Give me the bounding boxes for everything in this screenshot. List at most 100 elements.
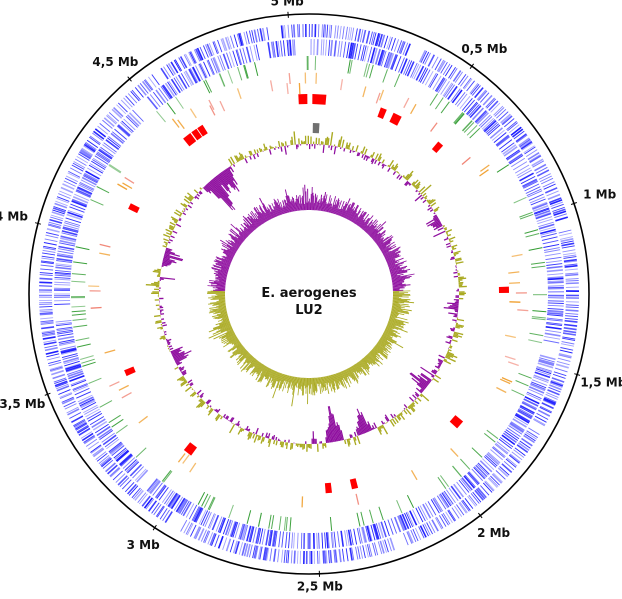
ring-bar xyxy=(301,443,303,448)
ring-bar xyxy=(160,312,162,314)
ring-bar xyxy=(449,305,459,308)
cds-feature xyxy=(78,151,91,160)
ring-bar xyxy=(297,198,300,211)
cds-feature xyxy=(74,421,87,429)
ring-bar xyxy=(287,376,292,394)
ring-bar xyxy=(378,238,392,248)
ring-bar xyxy=(285,195,291,213)
cds-feature xyxy=(117,475,128,486)
cds-feature xyxy=(485,97,495,108)
cds-feature xyxy=(432,497,442,513)
ring-bar xyxy=(255,218,261,226)
ring-bar xyxy=(267,433,271,439)
cds-feature xyxy=(488,477,499,487)
cds-feature xyxy=(509,423,524,434)
cds-feature xyxy=(83,145,95,154)
ring-bar xyxy=(221,266,229,270)
ring-bar xyxy=(260,212,267,222)
cds-feature xyxy=(170,494,181,510)
ring-bar xyxy=(311,144,313,147)
cds-feature xyxy=(419,525,427,538)
cds-feature xyxy=(118,124,131,136)
ring-bar xyxy=(214,281,226,284)
ring-bar xyxy=(388,159,394,168)
ring-bar xyxy=(392,283,403,286)
cds-feature xyxy=(67,172,80,180)
ring-bar xyxy=(235,155,240,162)
ring-bar xyxy=(387,260,396,264)
ring-bar xyxy=(165,248,171,252)
ring-bar xyxy=(393,291,399,293)
cds-feature xyxy=(491,129,505,141)
ring-bar xyxy=(159,297,164,300)
cds-feature xyxy=(98,149,113,160)
ring-bar xyxy=(299,377,301,389)
ring-bar xyxy=(284,145,287,155)
ring-bar xyxy=(176,375,184,381)
cds-feature xyxy=(105,139,120,151)
ring-bar xyxy=(233,341,241,347)
cds-feature xyxy=(129,463,143,477)
cds-feature xyxy=(54,278,71,281)
cds-feature xyxy=(497,467,509,478)
cds-feature xyxy=(458,74,467,86)
ring-bar xyxy=(242,215,255,231)
ring-bar xyxy=(237,348,246,355)
ring-bar xyxy=(452,319,457,322)
ring-bar xyxy=(363,225,368,231)
cds-feature xyxy=(197,528,205,541)
cds-feature xyxy=(185,53,192,66)
cds-feature xyxy=(321,24,323,38)
scale-label: 4 Mb xyxy=(0,210,28,224)
ring-bar xyxy=(162,260,172,264)
cds-feature xyxy=(274,530,278,547)
cds-feature xyxy=(474,489,484,501)
cds-feature xyxy=(42,332,56,336)
ring-bar xyxy=(392,285,406,288)
cds-feature xyxy=(128,112,142,125)
cds-feature xyxy=(192,66,201,82)
cds-feature xyxy=(351,43,356,60)
ring-bar xyxy=(161,266,162,268)
cds-feature xyxy=(548,386,561,393)
cds-feature xyxy=(511,157,526,168)
ring-bar xyxy=(188,203,190,205)
ring-bar xyxy=(381,420,384,425)
ring-bar xyxy=(386,325,395,330)
cds-feature xyxy=(542,399,555,407)
ring-bar xyxy=(298,443,300,446)
cds-feature xyxy=(478,90,488,101)
ring-bar xyxy=(345,369,349,377)
cds-feature xyxy=(225,538,232,552)
ring-bar xyxy=(257,211,266,223)
cds-feature xyxy=(383,51,390,68)
cds-feature xyxy=(62,227,79,233)
ring-bar xyxy=(432,377,439,383)
ring-bar xyxy=(365,355,373,364)
ring-bar xyxy=(229,233,243,244)
ring-bar xyxy=(412,394,417,400)
cds-feature xyxy=(415,65,425,81)
ring-bar xyxy=(321,195,325,211)
cds-feature xyxy=(69,374,85,382)
cds-feature xyxy=(359,545,364,559)
cds-feature xyxy=(58,340,75,345)
cds-feature xyxy=(338,549,342,563)
cds-feature xyxy=(544,249,561,253)
cds-feature xyxy=(318,532,320,549)
cds-feature xyxy=(562,336,576,340)
cds-feature xyxy=(202,45,209,58)
ring-bar xyxy=(266,436,269,439)
cds-feature xyxy=(65,175,78,183)
cds-feature xyxy=(532,160,545,168)
ring-bar xyxy=(306,202,308,210)
ring-bar xyxy=(392,301,405,304)
cds-feature xyxy=(431,519,439,532)
cds-feature xyxy=(39,305,53,308)
cds-feature xyxy=(551,203,564,210)
ring-bar xyxy=(338,200,345,216)
cds-feature xyxy=(74,387,90,396)
rna-feature xyxy=(71,310,86,313)
cds-feature xyxy=(45,350,59,355)
ring-bar xyxy=(365,355,375,365)
